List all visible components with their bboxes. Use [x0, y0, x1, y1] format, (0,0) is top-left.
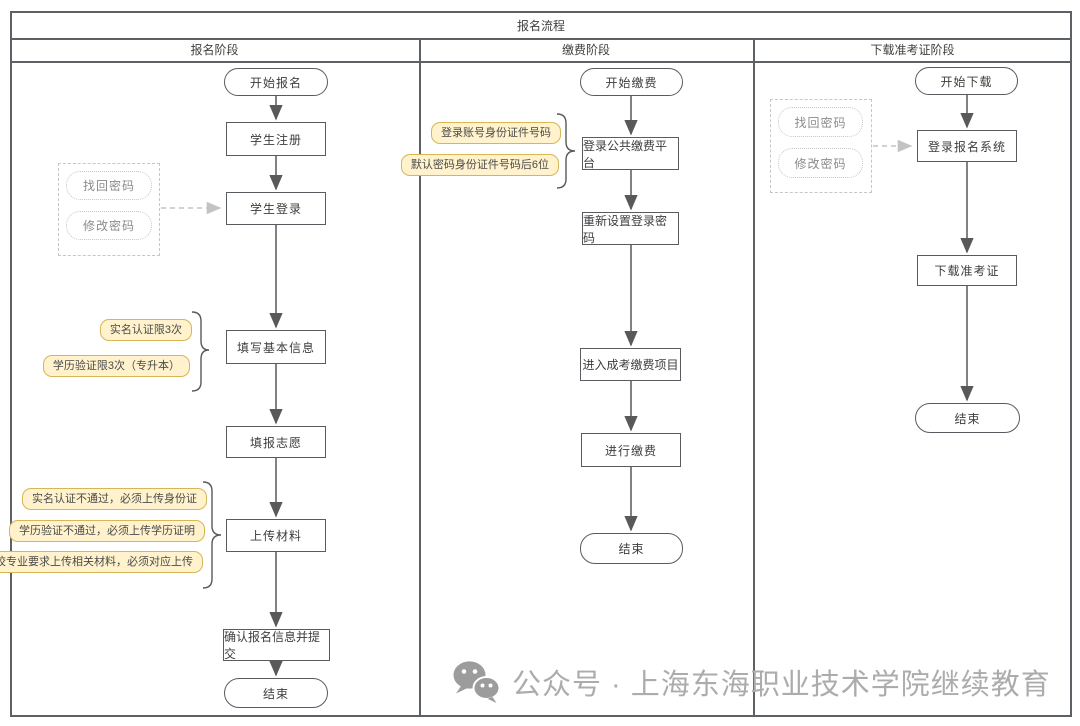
note-realname-limit: 实名认证限3次 [99, 319, 192, 341]
node-end-registration: 结束 [224, 678, 328, 708]
node-reset-login-password: 重新设置登录密码 [582, 212, 679, 245]
lane-divider-2 [753, 38, 755, 717]
page-title: 报名流程 [516, 19, 565, 33]
lane-header-payment: 缴费阶段 [561, 43, 610, 57]
header-row-divider [10, 61, 1072, 63]
note-default-password: 默认密码身份证件号码后6位 [400, 154, 559, 176]
watermark: 公众号 · 上海东海职业技术学院继续教育 [452, 660, 1051, 704]
title-row-divider [10, 38, 1072, 40]
note-upload-idcard: 实名认证不通过，必须上传身份证 [22, 488, 207, 510]
note-upload-diploma: 学历验证不通过，必须上传学历证明 [9, 520, 205, 542]
node-login-payment-platform: 登录公共缴费平台 [582, 137, 679, 170]
node-enter-payment-project: 进入成考缴费项目 [580, 348, 681, 381]
table-frame [10, 11, 1072, 717]
lane-header-registration: 报名阶段 [190, 43, 239, 57]
node-confirm-submit: 确认报名信息并提交 [223, 629, 330, 661]
wechat-icon [453, 661, 500, 703]
node-change-password-download: 修改密码 [778, 148, 863, 178]
node-fill-basic-info: 填写基本信息 [226, 330, 326, 364]
node-change-password: 修改密码 [66, 211, 152, 240]
node-download-admission-ticket: 下载准考证 [917, 255, 1017, 286]
note-education-limit: 学历验证限3次（专升本） [42, 355, 190, 377]
node-student-register: 学生注册 [226, 122, 326, 156]
node-student-login: 学生登录 [226, 192, 326, 225]
watermark-text: 公众号 · 上海东海职业技术学院继续教育 [512, 669, 1051, 701]
node-end-download: 结束 [915, 403, 1020, 433]
node-start-registration: 开始报名 [224, 68, 328, 96]
node-start-download: 开始下载 [915, 67, 1018, 95]
lane-header-download: 下载准考证阶段 [870, 43, 955, 57]
node-start-payment: 开始缴费 [580, 68, 683, 96]
node-retrieve-password-download: 找回密码 [778, 107, 863, 137]
note-login-account: 登录账号身份证件号码 [431, 122, 561, 144]
node-retrieve-password: 找回密码 [66, 171, 152, 200]
node-end-payment: 结束 [580, 533, 683, 564]
node-make-payment: 进行缴费 [581, 433, 681, 467]
node-login-registration-system: 登录报名系统 [917, 130, 1017, 162]
lane-divider-1 [419, 38, 421, 717]
node-upload-materials: 上传材料 [226, 519, 326, 552]
note-upload-major-materials: 院校专业要求上传相关材料，必须对应上传 [0, 551, 203, 573]
node-fill-preferences: 填报志愿 [226, 426, 326, 458]
